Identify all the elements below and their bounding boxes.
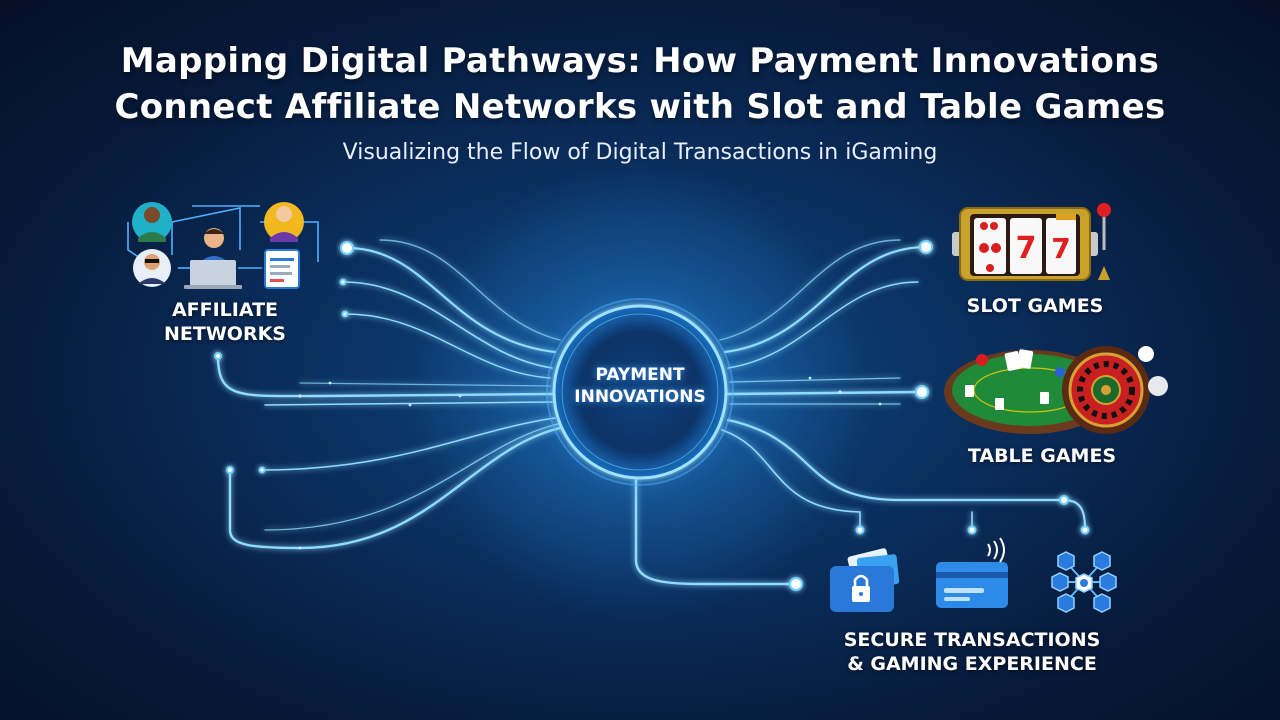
node-dot xyxy=(789,577,803,591)
blockchain-network-icon xyxy=(1051,551,1117,613)
title-line-1: Mapping Digital Pathways: How Payment In… xyxy=(120,41,1160,81)
title-line-2: Connect Affiliate Networks with Slot and… xyxy=(114,87,1166,127)
page-subtitle: Visualizing the Flow of Digital Transact… xyxy=(342,140,938,165)
roulette-table-icon xyxy=(944,346,1168,434)
node-dot xyxy=(855,525,865,535)
secure-label-line-2: & GAMING EXPERIENCE xyxy=(847,653,1097,675)
node-dot xyxy=(1059,495,1069,505)
svg-text:7: 7 xyxy=(1051,232,1070,265)
left-flow-lines xyxy=(216,239,562,550)
node-dot xyxy=(341,310,349,318)
flow-particles xyxy=(298,376,882,550)
svg-text:7: 7 xyxy=(1016,231,1037,266)
page-title: Mapping Digital Pathways: How Payment In… xyxy=(0,38,1280,130)
hub-label-line-1: PAYMENT xyxy=(595,365,685,385)
contactless-card-icon xyxy=(936,537,1008,608)
endpoint-nodes xyxy=(214,240,1090,591)
node-dot xyxy=(915,385,929,399)
flow-line xyxy=(345,246,557,354)
hub-label: PAYMENT INNOVATIONS xyxy=(552,364,728,408)
affiliate-networks-label: AFFILIATE NETWORKS xyxy=(140,298,310,346)
table-games-label: TABLE GAMES xyxy=(967,445,1117,467)
node-dot xyxy=(258,466,266,474)
affiliate-label-line-1: AFFILIATE xyxy=(171,299,279,321)
slot-games-label: SLOT GAMES xyxy=(966,295,1104,317)
node-dot xyxy=(967,525,977,535)
node-dot xyxy=(1080,525,1090,535)
wallet-lock-icon xyxy=(830,548,900,612)
affiliate-people-icon xyxy=(127,202,319,289)
right-flow-lines xyxy=(634,239,1087,586)
node-dot xyxy=(340,241,354,255)
payment-hub xyxy=(546,298,734,486)
secure-label-line-1: SECURE TRANSACTIONS xyxy=(843,629,1101,651)
affiliate-label-line-2: NETWORKS xyxy=(164,323,286,345)
node-dot xyxy=(226,466,234,474)
node-dot xyxy=(339,278,347,286)
secure-transactions-label: SECURE TRANSACTIONS & GAMING EXPERIENCE xyxy=(812,628,1132,676)
hub-label-line-2: INNOVATIONS xyxy=(574,387,706,407)
slot-machine-icon: 7 7 xyxy=(952,203,1111,281)
node-dot xyxy=(214,352,222,360)
node-dot xyxy=(919,240,933,254)
